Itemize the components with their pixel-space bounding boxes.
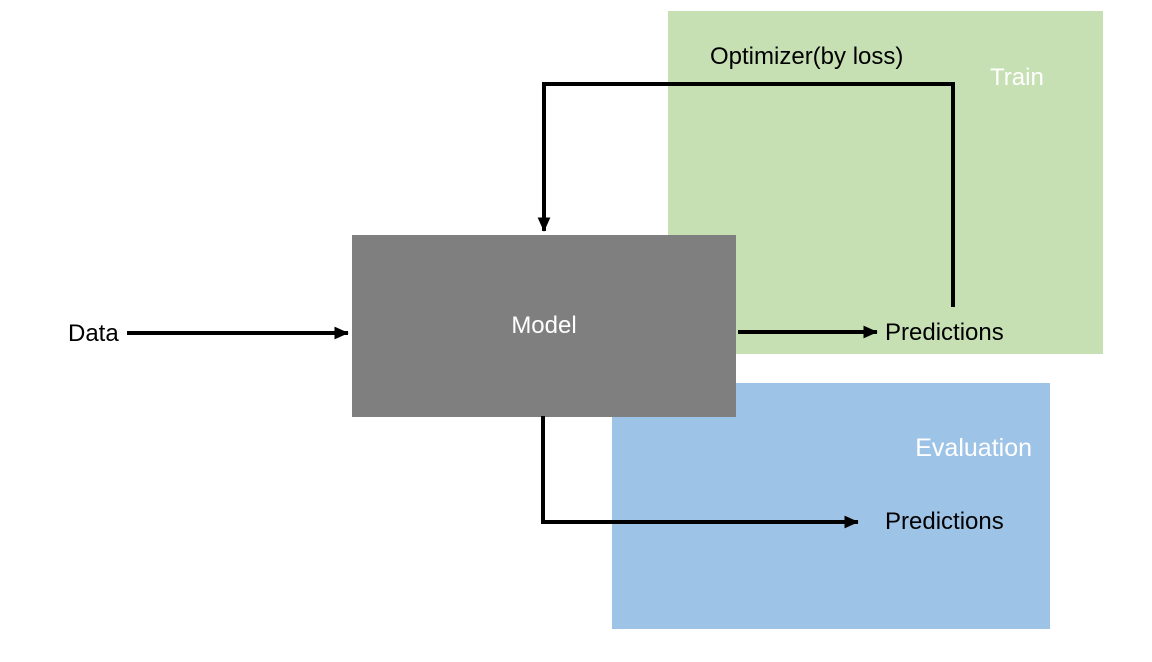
optimizer-label: Optimizer(by loss)	[710, 43, 904, 70]
train-region-title: Train	[990, 64, 1044, 91]
evaluation-region-title: Evaluation	[915, 434, 1032, 462]
eval-predictions-label: Predictions	[885, 508, 1004, 535]
model-label: Model	[511, 312, 577, 339]
data-label: Data	[68, 320, 119, 347]
train-predictions-label: Predictions	[885, 319, 1004, 346]
evaluation-region	[612, 383, 1050, 629]
model-node: Model	[352, 235, 736, 417]
